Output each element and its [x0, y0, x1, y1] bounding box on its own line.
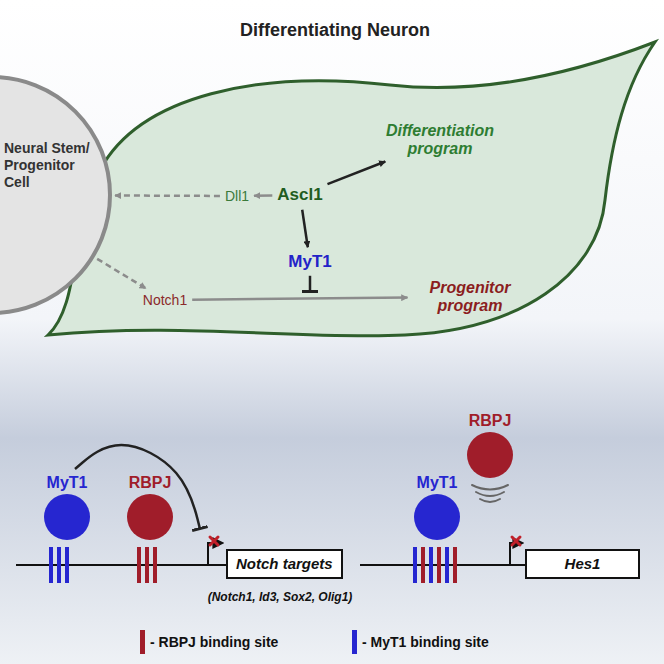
gene-label: Dll1 — [223, 186, 251, 206]
legend-text: - RBPJ binding site — [150, 634, 278, 650]
diagram-title: Differentiating Neuron — [240, 20, 430, 41]
program-label: Differentiation program — [371, 120, 510, 161]
protein-label: MyT1 — [47, 473, 88, 493]
protein-shape — [43, 493, 91, 541]
legend-item: - MyT1 binding site — [352, 630, 489, 654]
inhibition-line — [75, 445, 200, 529]
protein-label: RBPJ — [469, 411, 512, 431]
gene-label-text: Dll1 — [225, 188, 249, 204]
motion-lines — [472, 485, 508, 502]
legend-swatch — [140, 630, 145, 654]
protein-circle: RBPJ — [458, 411, 522, 479]
target-list: (Notch1, Id3, Sox2, Olig1) — [208, 590, 353, 604]
cell-label: Neural Stem/ Progenitor Cell — [4, 140, 104, 191]
program-label-text: Differentiation program — [373, 122, 508, 159]
cell-outline — [0, 75, 112, 315]
legend-swatch — [352, 630, 357, 654]
arrow-line — [327, 161, 385, 184]
protein-shape — [126, 493, 174, 541]
arrow-line — [302, 210, 308, 248]
stem-cell-circle: Neural Stem/ Progenitor Cell — [0, 75, 112, 315]
arrow-line — [97, 259, 146, 289]
arrow-line — [115, 194, 220, 197]
gene-name: Hes1 — [535, 555, 630, 573]
protein-shape — [466, 431, 514, 479]
legend-item: - RBPJ binding site — [140, 630, 278, 654]
program-label: Progenitor program — [411, 277, 530, 318]
gene-label-text: Notch1 — [143, 292, 187, 308]
gene-label-text: Ascl1 — [277, 185, 322, 205]
arrow-line — [192, 298, 407, 300]
dna-line — [16, 564, 226, 566]
gene-label: Notch1 — [141, 290, 189, 310]
dna-line — [360, 564, 525, 566]
gene-label: Ascl1 — [275, 183, 324, 207]
protein-circle: RBPJ — [118, 473, 182, 541]
gene-label-text: MyT1 — [288, 252, 331, 272]
gene-box: Hes1 — [525, 549, 640, 579]
program-label-text: Progenitor program — [413, 279, 528, 316]
gene-label: MyT1 — [286, 250, 333, 274]
protein-label: RBPJ — [129, 473, 172, 493]
gene-box: Notch targets — [226, 549, 343, 579]
gene-name: Notch targets — [236, 555, 333, 573]
arrow-line — [254, 194, 272, 197]
legend-text: - MyT1 binding site — [362, 634, 489, 650]
binding-sites — [49, 547, 457, 583]
block-cross — [210, 537, 520, 545]
protein-circle: MyT1 — [405, 473, 469, 541]
inhibition-line — [309, 276, 312, 292]
protein-label: MyT1 — [417, 473, 458, 493]
protein-circle: MyT1 — [35, 473, 99, 541]
protein-shape — [413, 493, 461, 541]
